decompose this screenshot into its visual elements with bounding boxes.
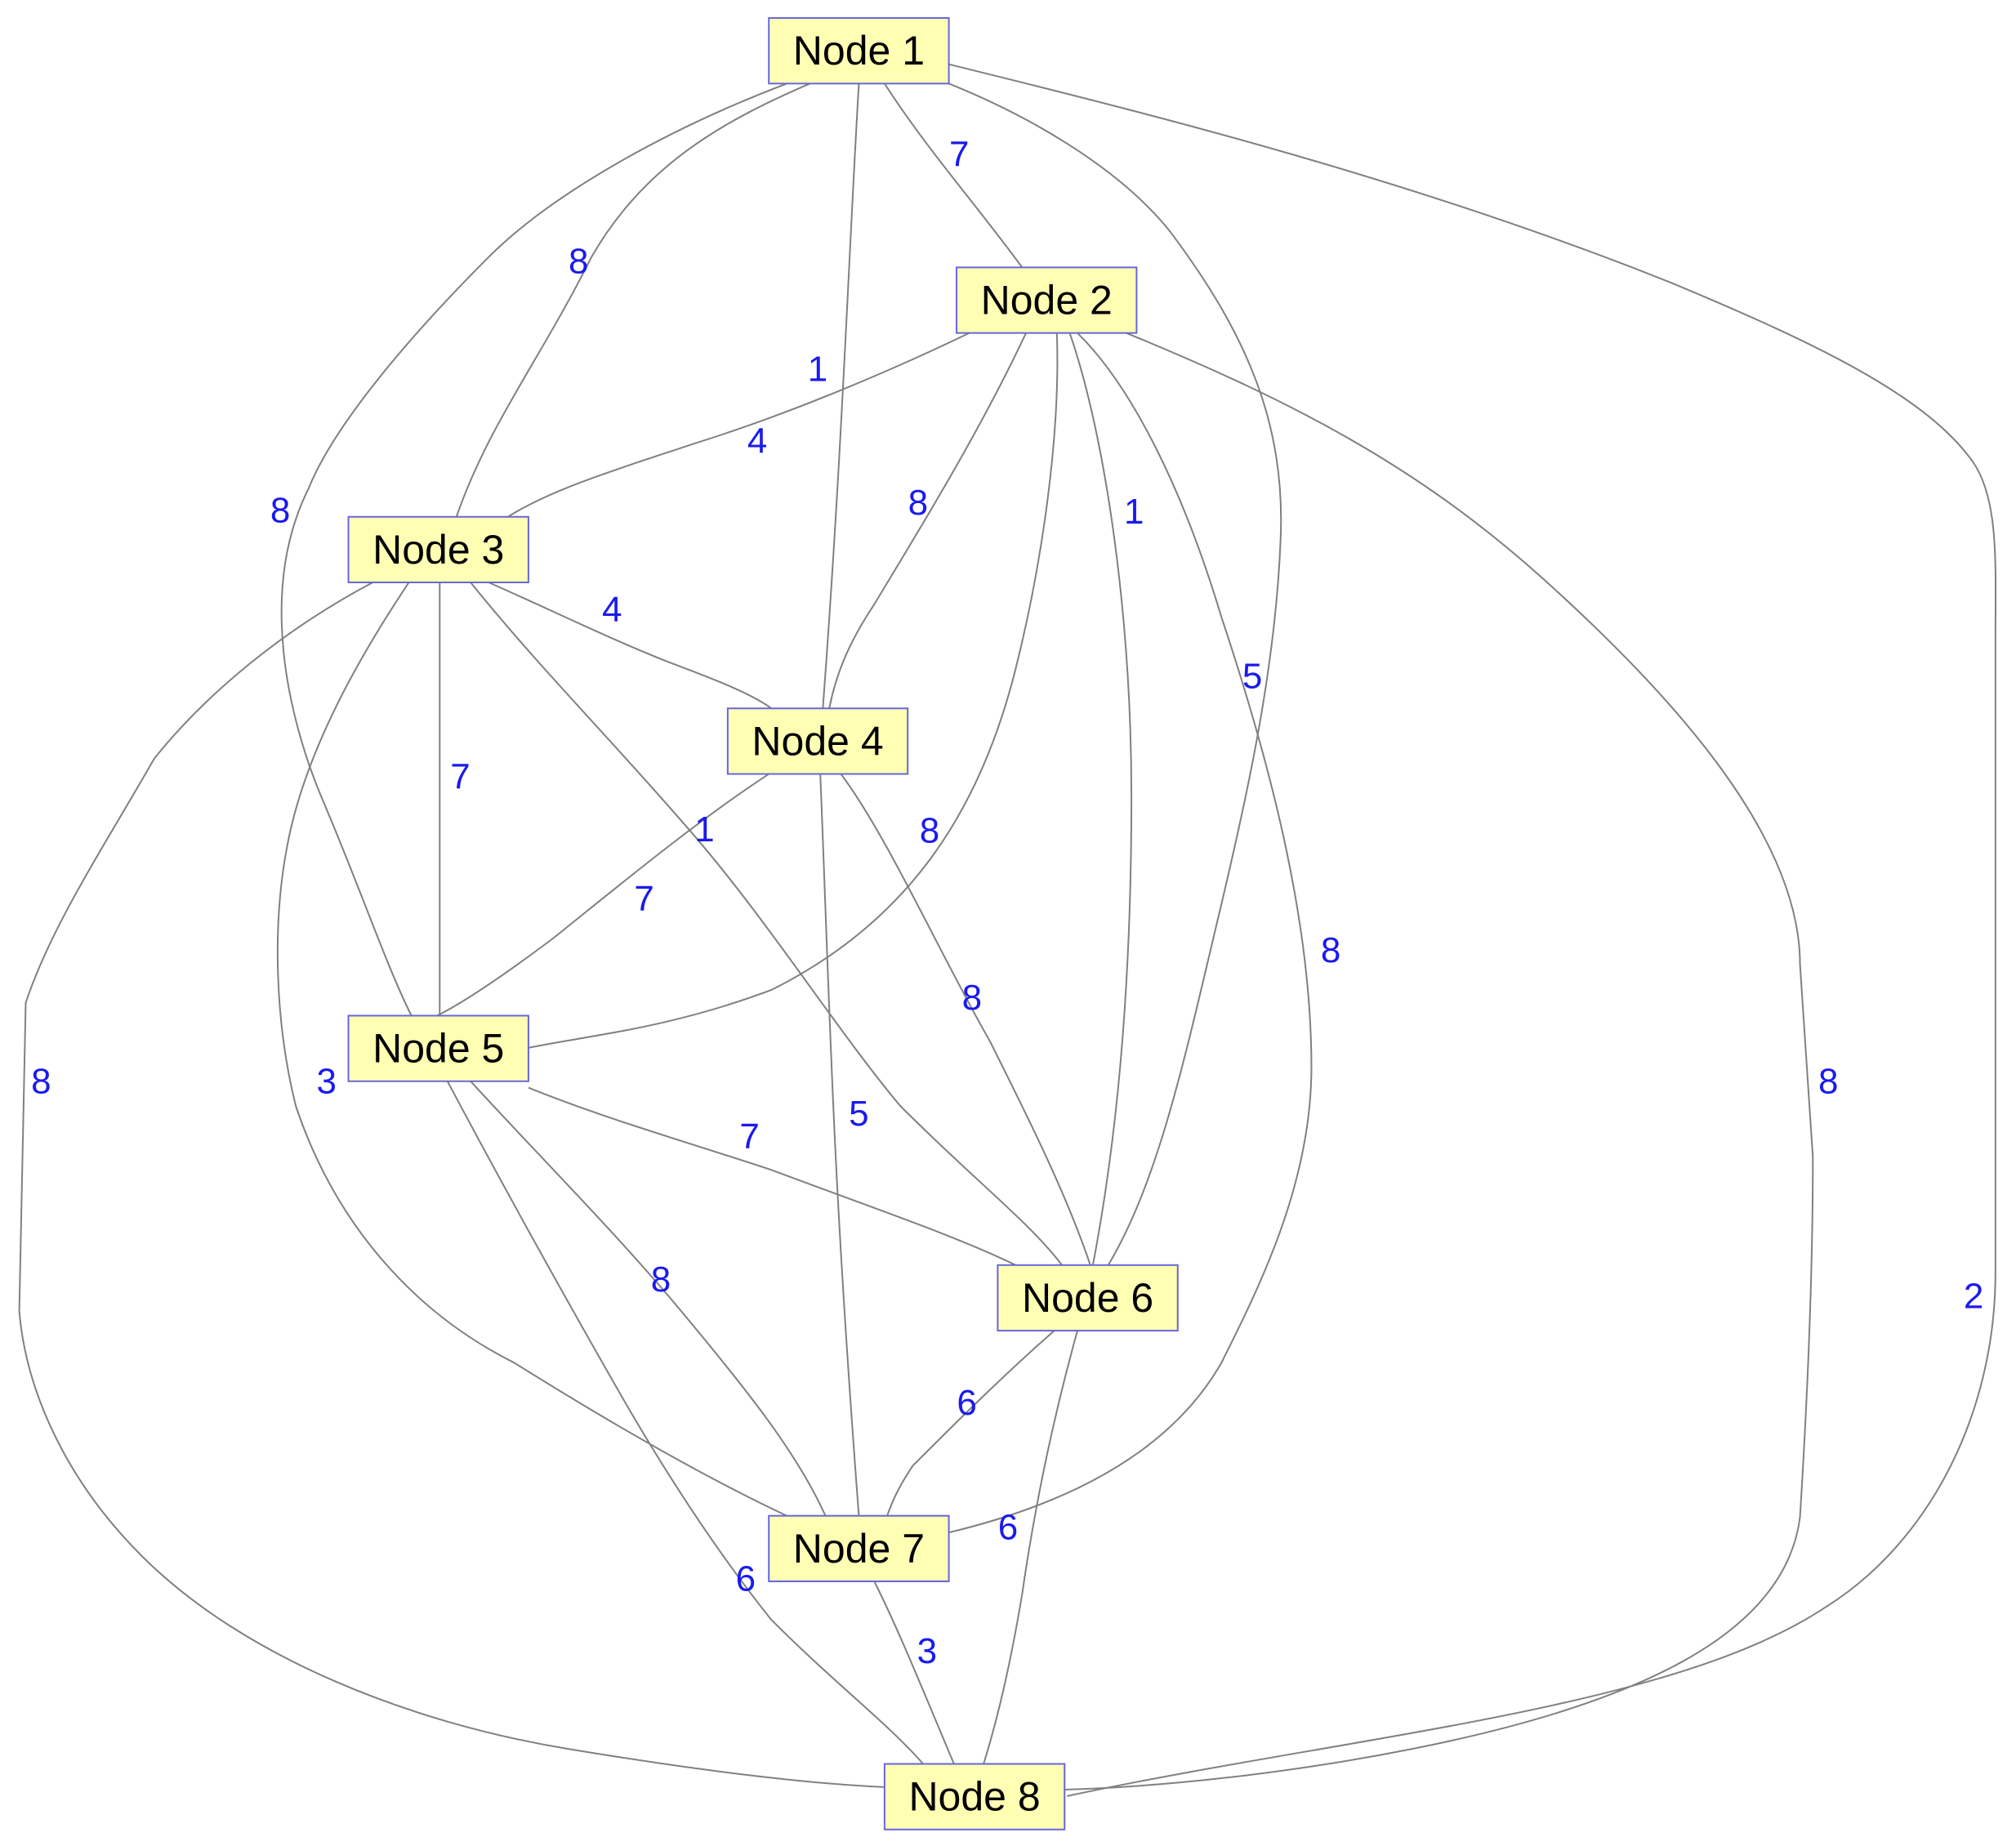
edge-weight-node-2-node-7: 8 xyxy=(1321,930,1340,970)
node-6-box xyxy=(997,1264,1179,1332)
node-1: Node 1 xyxy=(768,17,950,85)
node-7: Node 7 xyxy=(768,1514,950,1582)
node-4-label: Node 4 xyxy=(752,718,883,764)
edge-weight-node-3-node-7: 3 xyxy=(317,1061,337,1101)
edge-node-6-node-7 xyxy=(887,1331,1055,1516)
edge-node-2-node-6 xyxy=(1070,333,1132,1265)
node-4-box xyxy=(726,707,909,775)
edge-weight-node-2-node-3: 4 xyxy=(747,421,767,462)
edge-weight-node-5-node-8: 6 xyxy=(736,1559,756,1599)
node-3-label: Node 3 xyxy=(372,527,504,573)
edge-weight-node-1-node-8: 2 xyxy=(1964,1276,1983,1316)
edge-node-2-node-5 xyxy=(529,333,1058,1048)
edge-node-2-node-3 xyxy=(508,333,970,517)
edge-node-5-node-6 xyxy=(529,1088,1016,1265)
edge-node-4-node-7 xyxy=(820,774,859,1516)
edge-weight-node-2-node-4: 8 xyxy=(908,483,928,523)
edge-weight-node-3-node-8: 8 xyxy=(31,1061,51,1101)
node-3-box xyxy=(347,515,529,584)
edge-node-5-node-8 xyxy=(448,1081,923,1764)
node-1-label: Node 1 xyxy=(793,28,925,74)
nodes-layer: Node 1 Node 2 Node 3 Node 4 Node 5 Node 6 Node… xyxy=(347,17,1179,1830)
node-8-box xyxy=(883,1763,1066,1830)
edge-weight-node-3-node-4: 4 xyxy=(602,590,622,630)
edge-weight-node-3-node-5: 7 xyxy=(450,756,470,796)
node-7-box xyxy=(768,1514,950,1582)
edge-node-7-node-8 xyxy=(874,1581,954,1764)
edge-weight-node-1-node-2: 7 xyxy=(949,135,969,175)
edge-node-1-node-2 xyxy=(885,83,1022,267)
node-6-label: Node 6 xyxy=(1022,1275,1153,1321)
edge-weights-layer: 7 8 1 8 5 2 4 8 8 1 8 8 4 7 1 3 8 7 8 5 7 8 6 6 6 3 xyxy=(31,135,1983,1671)
edge-weight-node-2-node-6: 1 xyxy=(1124,492,1144,532)
edge-weight-node-3-node-6: 1 xyxy=(694,809,714,849)
node-7-label: Node 7 xyxy=(793,1526,925,1572)
edge-node-6-node-8 xyxy=(983,1331,1077,1764)
edge-weight-node-6-node-7: 6 xyxy=(957,1383,976,1423)
edge-weight-node-4-node-7: 5 xyxy=(849,1094,868,1134)
edge-node-2-node-7 xyxy=(949,333,1312,1533)
edge-weight-node-4-node-6: 8 xyxy=(962,978,982,1018)
edge-node-3-node-7 xyxy=(278,582,787,1516)
node-2: Node 2 xyxy=(956,266,1138,334)
edge-node-4-node-6 xyxy=(841,774,1090,1265)
edge-node-1-node-5 xyxy=(282,83,787,1015)
edge-weight-node-2-node-5: 8 xyxy=(920,811,939,851)
edge-node-1-node-6 xyxy=(949,83,1282,1264)
edge-weight-node-1-node-5: 8 xyxy=(270,491,290,531)
edge-node-4-node-5 xyxy=(437,774,769,1016)
node-6: Node 6 xyxy=(997,1264,1179,1332)
node-5: Node 5 xyxy=(347,1014,529,1082)
edge-node-2-node-4 xyxy=(829,333,1026,709)
edge-weight-node-6-node-8: 6 xyxy=(998,1508,1018,1548)
edge-node-2-node-8 xyxy=(1064,333,1813,1790)
node-3: Node 3 xyxy=(347,515,529,584)
edge-weight-node-2-node-8: 8 xyxy=(1818,1061,1838,1101)
node-5-box xyxy=(347,1014,529,1082)
edge-weight-node-7-node-8: 3 xyxy=(917,1631,937,1671)
edge-node-3-node-6 xyxy=(471,582,1062,1265)
node-1-box xyxy=(768,17,950,85)
edge-weight-node-5-node-7: 8 xyxy=(651,1260,671,1300)
edge-weight-node-1-node-6: 5 xyxy=(1242,657,1262,697)
node-8-label: Node 8 xyxy=(908,1774,1040,1820)
node-2-label: Node 2 xyxy=(981,278,1113,323)
edge-node-1-node-4 xyxy=(823,83,859,708)
edge-weight-node-4-node-5: 7 xyxy=(634,879,653,919)
edge-weight-node-1-node-4: 1 xyxy=(808,350,827,390)
edge-node-3-node-4 xyxy=(488,582,771,708)
edge-weight-node-1-node-3: 8 xyxy=(569,241,588,281)
edge-weight-node-5-node-6: 7 xyxy=(739,1117,759,1157)
edges-layer xyxy=(20,65,1996,1796)
node-5-label: Node 5 xyxy=(372,1026,504,1072)
edge-node-1-node-3 xyxy=(457,83,810,516)
node-8: Node 8 xyxy=(883,1763,1066,1830)
node-4: Node 4 xyxy=(726,707,909,775)
edge-node-5-node-7 xyxy=(471,1081,825,1516)
edge-node-3-node-8 xyxy=(20,582,885,1787)
node-2-box xyxy=(956,266,1138,334)
